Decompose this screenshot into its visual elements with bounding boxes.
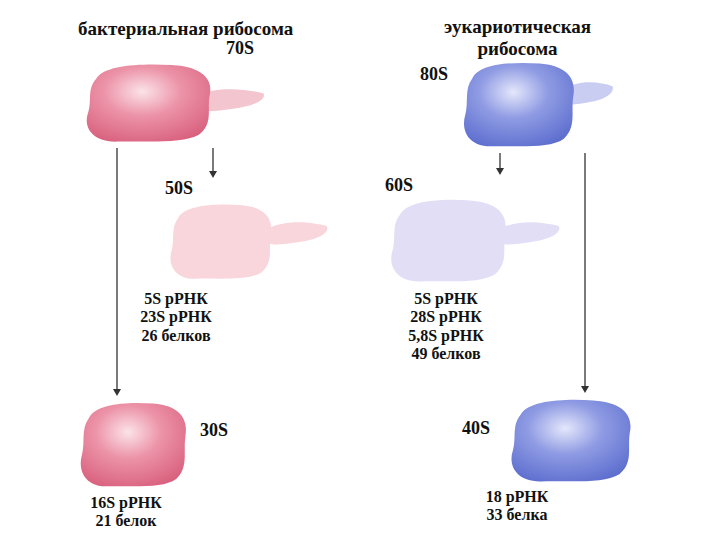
split-arrow	[581, 153, 589, 393]
split-arrow	[496, 153, 504, 175]
sedimentation-label: 70S	[226, 38, 254, 59]
subunit-60s	[391, 200, 559, 282]
composition-text: 5S рРНК 28S рРНК 5,8S рРНК 49 белков	[405, 290, 487, 364]
subunit-50s	[170, 204, 327, 278]
ribosome-80s	[464, 63, 613, 146]
subunit-label: 40S	[462, 418, 490, 439]
arrow-head	[496, 168, 504, 175]
subunit-label: 30S	[200, 420, 228, 441]
composition-text: 5S рРНК 23S рРНК 26 белков	[135, 290, 217, 345]
subunit-40s	[511, 400, 630, 482]
subunit-label: 50S	[165, 178, 193, 199]
arrow-head	[209, 171, 217, 178]
split-arrow	[113, 148, 121, 396]
arrow-head	[113, 389, 121, 396]
subunit-label: 60S	[385, 175, 413, 196]
composition-text: 16S рРНК 21 белок	[85, 494, 167, 531]
composition-text: 18 рРНК 33 белка	[480, 488, 554, 525]
split-arrow	[209, 148, 217, 178]
arrow-line	[499, 153, 500, 169]
subunit-30s	[81, 403, 186, 486]
arrow-line	[584, 153, 585, 387]
arrow-line	[116, 148, 117, 390]
ribosome-group: бактериальная рибосома70S	[78, 18, 381, 148]
ribosome-title: эукариотическая рибосома	[415, 16, 620, 60]
arrow-line	[212, 148, 213, 172]
ribosome-group: 50S 5S рРНК 23S рРНК 26 белков	[135, 178, 335, 348]
ribosome-group: 60S 5S рРНК 28S рРНК 5,8S рРНК 49 белков	[385, 175, 570, 370]
ribosome-group: 40S 18 рРНК 33 белка	[462, 393, 645, 533]
ribosome-title: бактериальная рибосома	[78, 18, 378, 40]
ribosome-70s	[87, 65, 264, 142]
ribosome-group: 30S 16S рРНК 21 белок	[75, 396, 245, 536]
sedimentation-label: 80S	[420, 64, 448, 85]
ribosome-group: эукариотическая рибосома 80S	[415, 18, 645, 153]
arrow-head	[581, 386, 589, 393]
